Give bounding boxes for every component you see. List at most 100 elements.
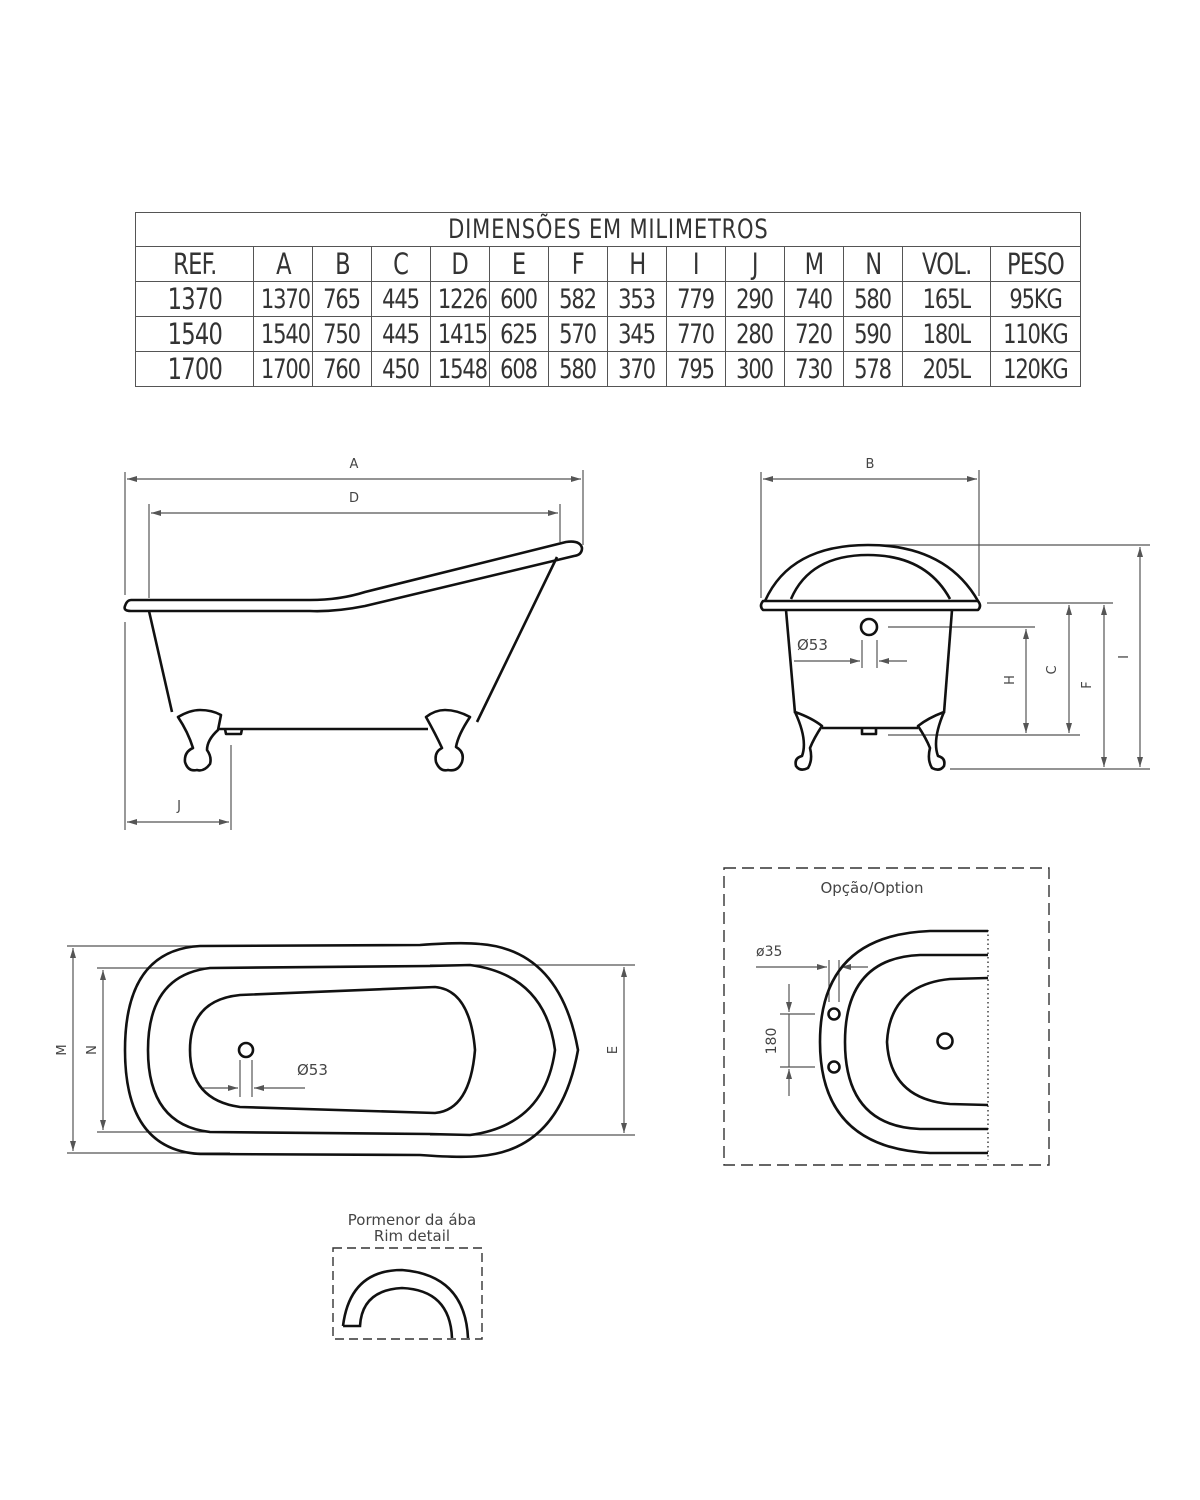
end-view: B Ø53 H C F I	[759, 457, 1150, 771]
cell-text: 590	[854, 318, 893, 350]
label-e: E	[606, 1046, 621, 1054]
cell-text: 1226	[437, 283, 488, 315]
cell: 95KG	[990, 281, 1081, 317]
label-h: H	[1003, 675, 1018, 685]
cell-text: 110KG	[1003, 318, 1069, 350]
cell: 165L	[902, 281, 991, 317]
cell-text: 1540	[260, 318, 311, 350]
header-cell: J	[752, 247, 759, 281]
end-dimension-lines	[760, 470, 1150, 770]
cell-text: 300	[736, 353, 775, 385]
cell-text: 625	[500, 318, 539, 350]
cell: 445	[371, 281, 431, 317]
cell-text: 353	[618, 283, 657, 315]
cell-text: 280	[736, 318, 775, 350]
hole-diameter-label: ø35	[756, 944, 782, 960]
cell: 280	[725, 316, 785, 352]
cell: 582	[548, 281, 608, 317]
cell-text: 445	[382, 318, 421, 350]
cell-text: 720	[795, 318, 834, 350]
cell-text: 370	[618, 353, 657, 385]
bathtub-top-outline	[123, 941, 580, 1159]
cell: 450	[371, 351, 431, 387]
cell-text: 770	[677, 318, 716, 350]
cell-text: 582	[559, 283, 598, 315]
cell: 730	[784, 351, 844, 387]
option-title: Opção/Option	[820, 879, 923, 897]
drain-diameter-label: Ø53	[797, 636, 828, 654]
header-c: C	[371, 246, 431, 282]
option-view: Opção/Option ø35 180	[723, 867, 1050, 1166]
cell-text: 120KG	[1003, 353, 1069, 385]
header-cell: E	[512, 247, 526, 281]
label-j: J	[176, 799, 181, 814]
cell: 345	[607, 316, 667, 352]
cell-text: 740	[795, 283, 834, 315]
cell-text: 1415	[437, 318, 488, 350]
cell-text: 570	[559, 318, 598, 350]
cell-text: 1700	[260, 353, 311, 385]
cell: 370	[607, 351, 667, 387]
header-cell: H	[628, 247, 646, 281]
header-cell: PESO	[1007, 247, 1065, 281]
header-cell: I	[693, 247, 700, 281]
bathtub-side-outline	[123, 540, 584, 772]
cell-text: 445	[382, 283, 421, 315]
cell: 300	[725, 351, 785, 387]
header-m: M	[784, 246, 844, 282]
header-cell: B	[334, 247, 351, 281]
header-e: E	[489, 246, 549, 282]
cell: 578	[843, 351, 903, 387]
cell: 1370	[253, 281, 313, 317]
label-b: B	[866, 457, 875, 472]
cell-text: 580	[559, 353, 598, 385]
cell: 1548	[430, 351, 490, 387]
header-cell: N	[864, 247, 882, 281]
cell-ref: 1540	[135, 316, 254, 352]
bathtub-end-outline	[759, 543, 982, 771]
rim-detail-title-pt: Pormenor da ába	[348, 1211, 476, 1229]
cell-text: 608	[500, 353, 539, 385]
label-c: C	[1045, 665, 1060, 674]
cell: 779	[666, 281, 726, 317]
cell: 608	[489, 351, 549, 387]
cell-text: 290	[736, 283, 775, 315]
cell-text: 345	[618, 318, 657, 350]
cell-text: 1540	[167, 317, 222, 351]
label-d: D	[349, 491, 359, 506]
option-tub-outline	[818, 929, 989, 1155]
cell-text: 765	[323, 283, 362, 315]
rim-detail-title-en: Rim detail	[374, 1227, 450, 1245]
option-frame	[723, 867, 1050, 1166]
cell-text: 180L	[922, 318, 971, 350]
cell: 445	[371, 316, 431, 352]
cell: 1415	[430, 316, 490, 352]
hole-spacing-label: 180	[764, 1028, 780, 1055]
cell: 205L	[902, 351, 991, 387]
cell: 120KG	[990, 351, 1081, 387]
cell-text: 760	[323, 353, 362, 385]
rim-detail: Pormenor da ába Rim detail	[332, 1211, 483, 1340]
label-i: I	[1117, 655, 1132, 659]
drain-diameter-label: Ø53	[297, 1061, 328, 1079]
cell-text: 580	[854, 283, 893, 315]
cell-text: 1370	[260, 283, 311, 315]
table-row: 1370 1370 765 445 1226 600 582 353 779 2…	[135, 281, 1081, 317]
header-cell: A	[275, 247, 291, 281]
cell-ref: 1700	[135, 351, 254, 387]
table-title: DIMENSÕES EM MILIMETROS	[135, 212, 1081, 247]
label-a: A	[350, 457, 359, 472]
cell-text: 205L	[922, 353, 971, 385]
cell: 353	[607, 281, 667, 317]
cell-text: 1700	[167, 352, 222, 386]
cell-text: 95KG	[1009, 283, 1062, 315]
header-h: H	[607, 246, 667, 282]
cell: 770	[666, 316, 726, 352]
label-m: M	[55, 1044, 70, 1055]
cell: 750	[312, 316, 372, 352]
option-dimension-lines	[756, 960, 868, 1096]
table-title-text: DIMENSÕES EM MILIMETROS	[447, 214, 769, 245]
dimensions-table: DIMENSÕES EM MILIMETROS REF. A B C D E F…	[135, 212, 1081, 387]
cell-text: 1370	[167, 282, 222, 316]
rim-detail-frame	[332, 1247, 483, 1340]
